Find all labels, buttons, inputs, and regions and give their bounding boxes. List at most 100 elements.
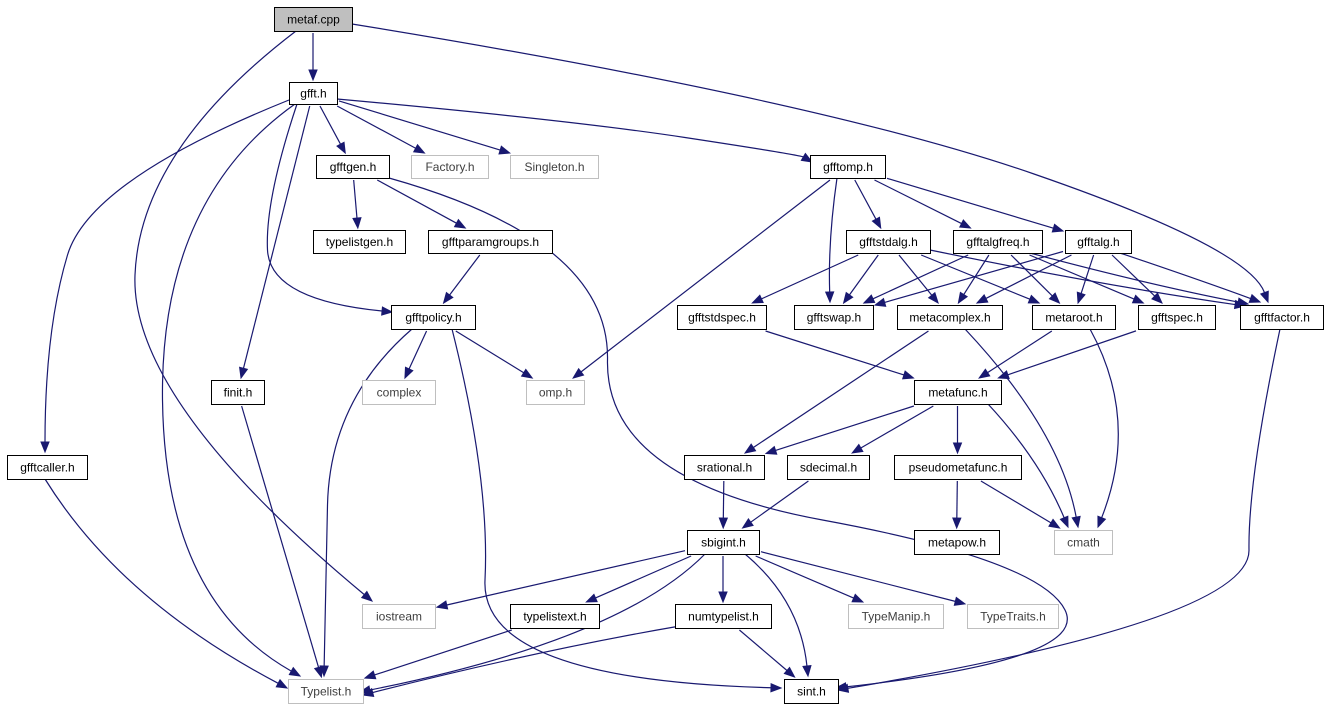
edge-line: [765, 330, 905, 376]
node-gfftparamgroups-h[interactable]: gfftparamgroups.h: [428, 230, 553, 254]
edge-line: [963, 254, 990, 295]
edge-arrowhead: [1236, 297, 1250, 307]
node-box: [274, 7, 353, 32]
node-typetraits-h: TypeTraits.h: [967, 604, 1059, 629]
node-typelistgen-h[interactable]: typelistgen.h: [313, 230, 406, 254]
edge-line: [319, 105, 342, 145]
node-label: pseudometafunc.h: [909, 461, 1008, 475]
edge-line: [1007, 330, 1137, 376]
edge-arrowhead: [1048, 292, 1061, 304]
node-box: [526, 380, 585, 405]
node-sbigint-h[interactable]: sbigint.h: [687, 530, 760, 555]
node-sint-h[interactable]: sint.h: [784, 679, 839, 704]
node-numtypelist-h[interactable]: numtypelist.h: [675, 604, 772, 629]
edge-srational_h-to-sbigint_h: [718, 480, 729, 530]
node-label: gfftswap.h: [807, 311, 861, 325]
node-srational-h[interactable]: srational.h: [684, 455, 765, 480]
edge-gfft_h-to-typelist_h: [161, 103, 302, 677]
node-box: [510, 155, 599, 179]
node-metacomplex-h[interactable]: metacomplex.h: [897, 305, 1003, 330]
node-gfftstdalg-h[interactable]: gfftstdalg.h: [846, 230, 931, 254]
edge-gfftalgfreq_h-to-gfftswap_h: [862, 254, 969, 304]
edge-line: [760, 551, 956, 602]
node-label: gfftstdalg.h: [859, 235, 918, 249]
edge-line: [369, 553, 706, 691]
edge-gfftalg_h-to-gfftfactor_h: [1119, 252, 1262, 303]
node-gfftstdspec-h[interactable]: gfftstdspec.h: [677, 305, 767, 330]
edge-line: [323, 328, 413, 667]
node-gfftpolicy-h[interactable]: gfftpolicy.h: [391, 305, 476, 330]
node-metapow-h[interactable]: metapow.h: [914, 530, 1000, 555]
edge-line: [854, 179, 877, 220]
node-typelist-h: Typelist.h: [288, 679, 364, 704]
edge-gfftfactor_h-to-sint_h: [836, 328, 1281, 693]
node-pseudometafunc-h[interactable]: pseudometafunc.h: [894, 455, 1022, 480]
edge-gfftomp_h-to-gfftalgfreq_h: [874, 179, 972, 229]
edge-metafunc_h-to-sdecimal_h: [851, 405, 934, 454]
node-finit-h[interactable]: finit.h: [211, 380, 265, 405]
edge-line: [987, 330, 1053, 374]
node-metaroot-h[interactable]: metaroot.h: [1032, 305, 1116, 330]
node-gfftgen-h[interactable]: gfftgen.h: [316, 155, 390, 179]
node-gfftalg-h[interactable]: gfftalg.h: [1065, 230, 1132, 254]
edge-line: [884, 250, 1064, 303]
node-box: [914, 530, 1000, 555]
edge-metacomplex_h-to-srational_h: [743, 330, 929, 454]
node-gfft-h[interactable]: gfft.h: [289, 82, 338, 105]
edge-line: [987, 403, 1065, 519]
node-metaf-cpp[interactable]: metaf.cpp: [274, 7, 353, 32]
node-box: [313, 230, 406, 254]
edge-line: [872, 254, 969, 300]
edge-line: [241, 405, 320, 668]
edge-line: [266, 103, 383, 312]
edge-gfft_h-to-gfftpolicy_h: [266, 103, 394, 316]
edge-finit_h-to-typelist_h: [241, 405, 323, 679]
node-typelistext-h[interactable]: typelistext.h: [510, 604, 600, 629]
edge-line: [1029, 254, 1135, 300]
edge-line: [351, 23, 1266, 293]
node-iostream: iostream: [362, 604, 436, 629]
node-metafunc-h[interactable]: metafunc.h: [914, 380, 1002, 405]
edge-gfftstdalg_h-to-gfftswap_h: [842, 254, 879, 305]
node-box: [787, 455, 870, 480]
node-gfftspec-h[interactable]: gfftspec.h: [1138, 305, 1216, 330]
edge-line: [964, 328, 1077, 518]
edge-gfftalg_h-to-metaroot_h: [1076, 254, 1095, 305]
edge-arrowhead: [871, 216, 882, 230]
node-box: [953, 230, 1043, 254]
node-gfftalgfreq-h[interactable]: gfftalgfreq.h: [953, 230, 1043, 254]
node-label: Factory.h: [425, 160, 474, 174]
node-box: [810, 155, 886, 179]
node-gfftswap-h[interactable]: gfftswap.h: [794, 305, 874, 330]
edge-arrowhead: [800, 152, 814, 163]
node-sdecimal-h[interactable]: sdecimal.h: [787, 455, 870, 480]
node-label: omp.h: [539, 386, 572, 400]
edge-gfftalg_h-to-gfftswap_h: [873, 250, 1064, 307]
edge-line: [580, 179, 831, 373]
edge-arrowhead: [751, 294, 764, 304]
node-box: [211, 380, 265, 405]
edge-arrowhead: [1071, 515, 1081, 529]
edge-sbigint_h-to-iostream: [435, 550, 686, 610]
edge-arrowhead: [952, 517, 962, 530]
edge-line: [446, 550, 686, 606]
node-gfftfactor-h[interactable]: gfftfactor.h: [1240, 305, 1324, 330]
node-label: sdecimal.h: [800, 461, 857, 475]
node-box: [1032, 305, 1116, 330]
edge-arrowhead: [1151, 292, 1163, 304]
edge-gfft_h-to-gfftcaller_h: [40, 99, 290, 454]
edge-arrowhead: [851, 443, 864, 454]
edge-gfftparamgroups_h-to-gfftpolicy_h: [442, 254, 481, 305]
edge-line: [353, 179, 358, 219]
edge-arrowhead: [770, 682, 783, 693]
node-gfftomp-h[interactable]: gfftomp.h: [810, 155, 886, 179]
edge-arrowhead: [404, 366, 414, 380]
edge-arrowhead: [842, 291, 854, 305]
node-box: [316, 155, 390, 179]
edge-line: [1029, 252, 1239, 303]
edge-arrowhead: [764, 445, 778, 455]
edge-arrowhead: [498, 145, 512, 155]
node-factory-h: Factory.h: [411, 155, 489, 179]
node-gfftcaller-h[interactable]: gfftcaller.h: [7, 455, 88, 480]
edge-arrowhead: [743, 443, 757, 454]
